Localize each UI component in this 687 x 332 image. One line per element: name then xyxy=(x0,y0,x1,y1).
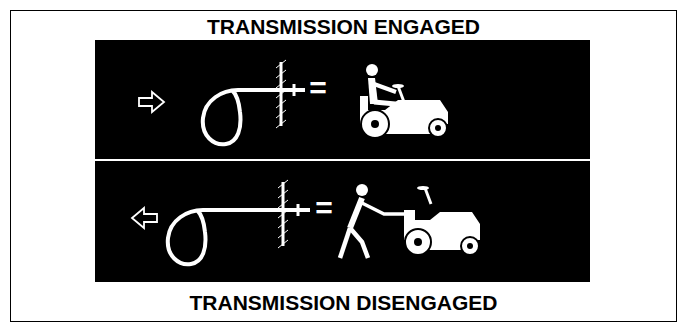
equals-sign: = xyxy=(315,193,333,223)
arrow-left xyxy=(132,208,157,228)
tractor-icon xyxy=(404,186,480,255)
footer-text: TRANSMISSION DISENGAGED xyxy=(11,291,676,315)
pushing-person-icon xyxy=(340,184,404,258)
outer-frame: TRANSMISSION ENGAGED TRANSMISSION DISENGA… xyxy=(10,10,677,322)
divider-line xyxy=(95,159,590,161)
arrow-right xyxy=(139,92,164,112)
hatched-plate xyxy=(276,60,286,128)
hatched-plate xyxy=(278,180,288,248)
riding-tractor-icon xyxy=(360,64,448,138)
lever-disengaged xyxy=(168,204,310,264)
black-panel xyxy=(95,40,590,282)
heading-text: TRANSMISSION ENGAGED xyxy=(11,15,676,39)
lever-engaged xyxy=(203,84,305,144)
equals-sign: = xyxy=(309,73,327,103)
